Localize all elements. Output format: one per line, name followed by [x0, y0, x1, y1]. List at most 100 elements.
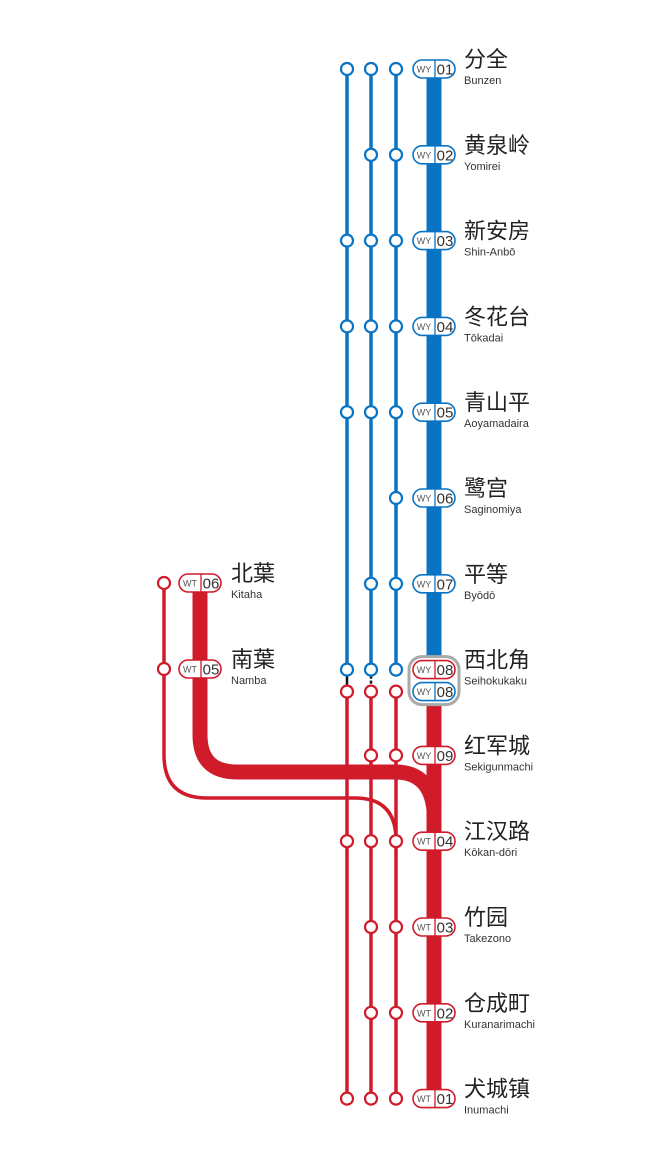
service-stop[interactable] — [388, 319, 404, 334]
badge-station-number: 06 — [203, 576, 220, 593]
badge-station-number: 02 — [437, 147, 454, 164]
station-badge[interactable]: WY 06 — [412, 488, 456, 508]
station-name: 分全 — [464, 48, 508, 73]
service-stop[interactable] — [388, 1005, 404, 1020]
station-romanized-name: Shin-Anbō — [464, 247, 515, 259]
service-stop[interactable] — [363, 233, 379, 248]
service-stop[interactable] — [388, 684, 404, 699]
station-romanized-name: Tōkadai — [464, 332, 503, 344]
service-stop[interactable] — [388, 834, 404, 849]
service-stop[interactable] — [363, 319, 379, 334]
station-name: 新安房 — [464, 220, 530, 245]
service-stop[interactable] — [388, 233, 404, 248]
service-stop[interactable] — [363, 61, 379, 77]
service-stop[interactable] — [339, 61, 355, 77]
service-stop[interactable] — [363, 662, 379, 677]
badge-line-code: WY — [417, 65, 432, 75]
badge-station-number: 01 — [437, 62, 454, 79]
service-stop[interactable] — [339, 233, 355, 248]
service-stop[interactable] — [339, 319, 355, 334]
badge-outline — [412, 1088, 456, 1109]
service-stop[interactable] — [339, 405, 355, 420]
service-stop[interactable] — [363, 1005, 379, 1020]
station-romanized-name: Sekigunmachi — [464, 761, 533, 773]
service-stop[interactable] — [363, 147, 379, 162]
station-romanized-name: Kitaha — [231, 589, 263, 601]
station-name: 青山平 — [464, 391, 530, 416]
branch-service-stop[interactable] — [156, 661, 172, 677]
badge-outline — [412, 145, 456, 165]
badge-outline — [412, 1002, 456, 1023]
service-stop[interactable] — [388, 147, 404, 162]
station-label[interactable]: 分全 Bunzen — [464, 48, 508, 87]
badge-station-number: 06 — [437, 491, 454, 508]
badge-station-number: 05 — [203, 662, 220, 679]
station-name: 仓成町 — [464, 992, 530, 1017]
badge-station-number: 08 — [437, 662, 454, 679]
badge-outline — [178, 573, 222, 593]
station-romanized-name: Bunzen — [464, 75, 501, 87]
service-stop[interactable] — [339, 684, 355, 699]
service-stop[interactable] — [363, 684, 379, 699]
service-stop[interactable] — [363, 1091, 379, 1106]
service-stop[interactable] — [388, 1091, 404, 1106]
service-stop[interactable] — [363, 834, 379, 849]
service-stop[interactable] — [363, 919, 379, 935]
service-stop[interactable] — [388, 748, 404, 763]
service-stop[interactable] — [388, 405, 404, 420]
badge-line-code: WY — [417, 751, 432, 761]
service-stop[interactable] — [388, 662, 404, 677]
badge-line-code: WY — [417, 494, 432, 504]
badge-outline — [412, 831, 456, 852]
branch-service-stop[interactable] — [156, 575, 172, 591]
badge-station-number: 07 — [437, 576, 454, 593]
badge-line-code: WT — [417, 1094, 431, 1104]
station-label[interactable]: 仓成町 Kuranarimachi — [464, 992, 535, 1031]
service-stop[interactable] — [388, 576, 404, 591]
badge-outline — [412, 316, 456, 337]
service-stop[interactable] — [388, 61, 404, 77]
service-stop[interactable] — [339, 662, 355, 677]
station-romanized-name: Kuranarimachi — [464, 1019, 535, 1031]
station-label[interactable]: 新安房 Shin-Anbō — [464, 220, 530, 259]
service-stop[interactable] — [339, 834, 355, 849]
badge-station-number: 05 — [437, 405, 454, 422]
service-stop[interactable] — [339, 1091, 355, 1106]
service-stop[interactable] — [363, 576, 379, 591]
service-stop[interactable] — [363, 748, 379, 763]
service-stop[interactable] — [363, 405, 379, 420]
service-stop[interactable] — [388, 919, 404, 935]
station-romanized-name: Inumachi — [464, 1105, 509, 1117]
service-stop[interactable] — [388, 490, 404, 506]
station-badge[interactable]: WY 01 — [412, 59, 456, 79]
badge-outline — [412, 681, 456, 702]
